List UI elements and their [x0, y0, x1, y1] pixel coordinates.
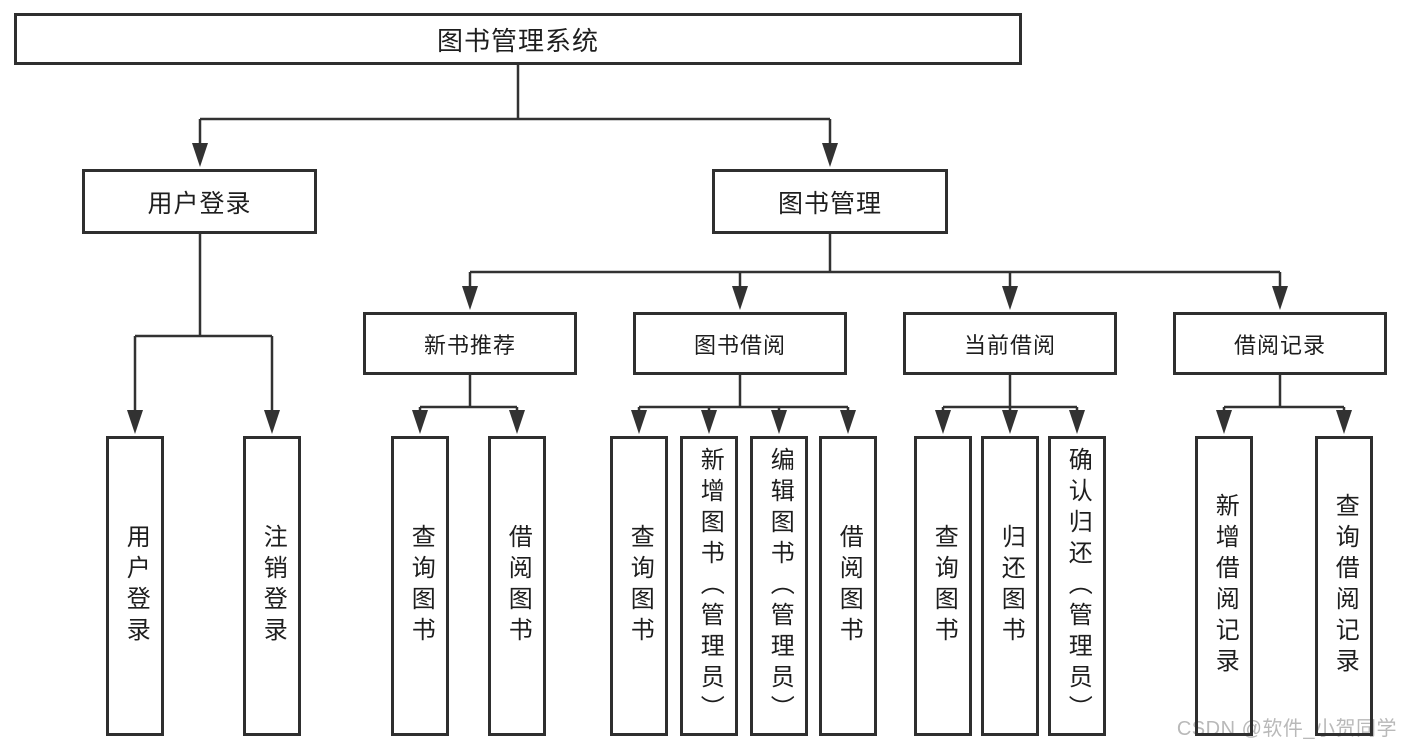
node-add-books-admin: 新增图书（管理员） [680, 436, 738, 736]
node-query-books-borrow: 查询图书 [610, 436, 668, 736]
node-label: 新增图书（管理员） [696, 446, 724, 726]
node-borrow-books-action: 借阅图书 [819, 436, 877, 736]
node-current-borrow: 当前借阅 [903, 312, 1117, 375]
node-label: 图书管理 [777, 189, 882, 218]
node-label: 借阅记录 [1233, 332, 1326, 358]
node-borrow-books-recommend: 借阅图书 [488, 436, 546, 736]
node-user-login: 用户登录 [82, 169, 317, 234]
node-borrow-records: 借阅记录 [1173, 312, 1387, 375]
arrowheads [127, 143, 1352, 434]
node-return-books: 归还图书 [981, 436, 1039, 736]
node-label: 确认归还（管理员） [1064, 446, 1092, 726]
node-logout-action: 注销登录 [243, 436, 301, 736]
node-label: 查询借阅记录 [1331, 493, 1359, 679]
node-label: 编辑图书（管理员） [766, 446, 794, 726]
node-label: 用户登录 [122, 524, 150, 648]
node-query-borrow-record: 查询借阅记录 [1315, 436, 1373, 736]
node-new-book-recommend: 新书推荐 [363, 312, 577, 375]
node-label: 当前借阅 [963, 332, 1056, 358]
node-book-borrow: 图书借阅 [633, 312, 847, 375]
node-label: 图书借阅 [693, 332, 786, 358]
node-confirm-return-admin: 确认归还（管理员） [1048, 436, 1106, 736]
node-book-management: 图书管理 [712, 169, 948, 234]
node-label: 查询图书 [407, 524, 435, 648]
node-label: 新书推荐 [423, 332, 516, 358]
node-label: 借阅图书 [504, 524, 532, 648]
node-label: 归还图书 [997, 524, 1025, 648]
node-label: 查询图书 [930, 524, 958, 648]
node-book-management-system: 图书管理系统 [14, 13, 1022, 65]
node-label: 图书管理系统 [436, 25, 599, 56]
tree-edges [133, 65, 1346, 412]
node-label: 用户登录 [147, 189, 252, 218]
node-label: 注销登录 [259, 524, 287, 648]
node-label: 借阅图书 [835, 524, 863, 648]
node-label: 查询图书 [626, 524, 654, 648]
node-label: 新增借阅记录 [1211, 493, 1239, 679]
node-user-login-action: 用户登录 [106, 436, 164, 736]
node-query-books-recommend: 查询图书 [391, 436, 449, 736]
node-edit-books-admin: 编辑图书（管理员） [750, 436, 808, 736]
node-query-books-current: 查询图书 [914, 436, 972, 736]
node-add-borrow-record: 新增借阅记录 [1195, 436, 1253, 736]
